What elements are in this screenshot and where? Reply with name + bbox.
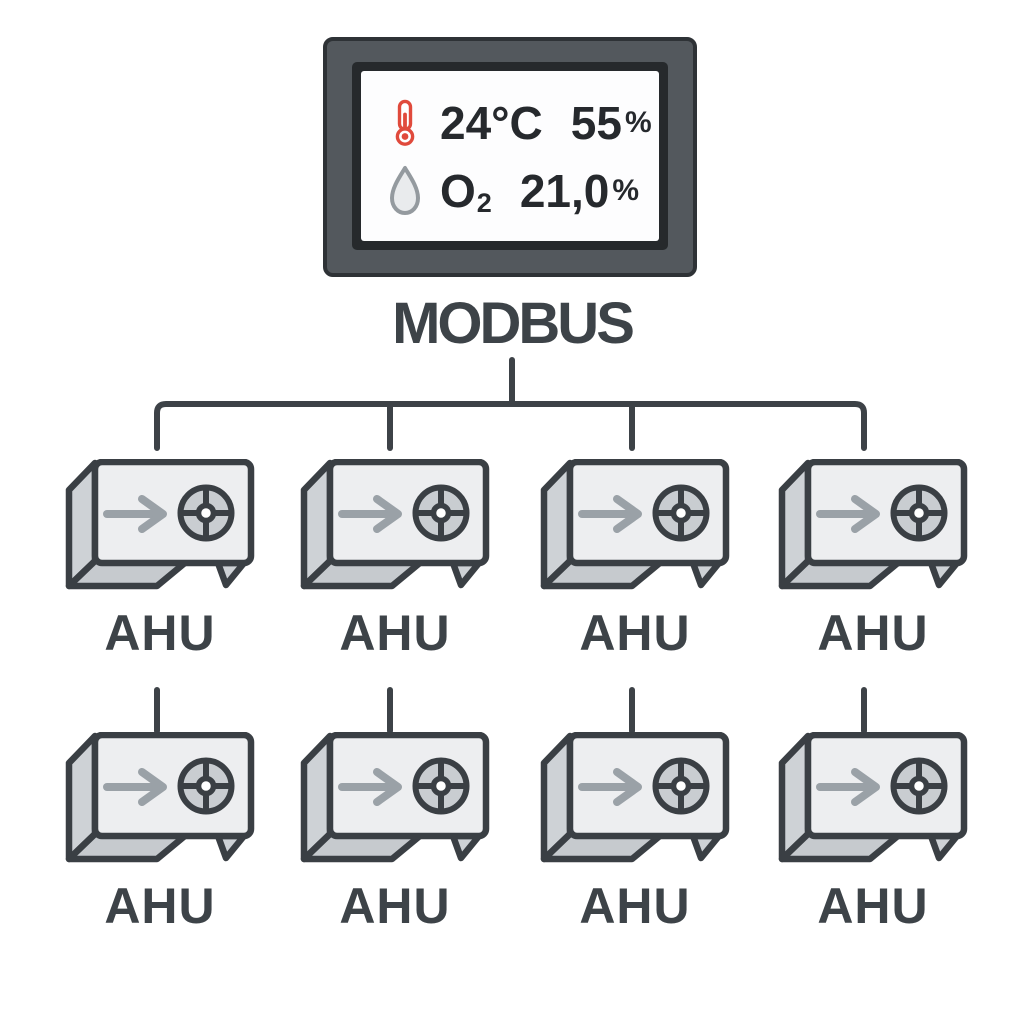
ahu-unit-1: AHU (60, 459, 260, 658)
ahu-box-icon (535, 732, 735, 872)
ahu-unit-label: AHU (579, 605, 691, 661)
humidity-unit: % (624, 105, 652, 139)
ahu-box-icon (60, 459, 260, 599)
oxygen-symbol: O2 (440, 164, 492, 218)
ahu-unit-label: AHU (817, 605, 929, 661)
thermometer-icon (383, 96, 427, 150)
display-screen: 24°C 55 % O2 21,0 % (361, 71, 659, 241)
ahu-box-icon (535, 459, 735, 599)
modbus-bus-line (154, 401, 867, 451)
display-panel: 24°C 55 % O2 21,0 % (323, 37, 697, 277)
ahu-unit-label: AHU (104, 878, 216, 934)
ahu-unit-8: AHU (773, 732, 973, 931)
water-drop-icon (383, 165, 427, 217)
ahu-unit-label: AHU (104, 605, 216, 661)
modbus-protocol-label: MODBUS (392, 291, 635, 356)
ahu-unit-4: AHU (773, 459, 973, 658)
ahu-unit-label: AHU (817, 878, 929, 934)
ahu-unit-label: AHU (579, 878, 691, 934)
ahu-unit-6: AHU (295, 732, 495, 931)
ahu-unit-label: AHU (339, 878, 451, 934)
ahu-box-icon (773, 732, 973, 872)
humidity-value: 55 (570, 96, 622, 149)
temperature-humidity-row: 24°C 55 % (383, 96, 659, 150)
oxygen-row: O2 21,0 % (383, 165, 659, 217)
display-bezel: 24°C 55 % O2 21,0 % (352, 62, 668, 250)
ahu-box-icon (773, 459, 973, 599)
ahu-unit-7: AHU (535, 732, 735, 931)
ahu-unit-3: AHU (535, 459, 735, 658)
ahu-unit-label: AHU (339, 605, 451, 661)
ahu-box-icon (295, 732, 495, 872)
ahu-box-icon (295, 459, 495, 599)
oxygen-unit: % (612, 173, 640, 207)
temperature-value: 24°C (440, 96, 543, 149)
ahu-box-icon (60, 732, 260, 872)
oxygen-value: 21,0 (519, 164, 610, 217)
ahu-unit-5: AHU (60, 732, 260, 931)
ahu-unit-2: AHU (295, 459, 495, 658)
oxygen-subscript: 2 (476, 187, 492, 218)
